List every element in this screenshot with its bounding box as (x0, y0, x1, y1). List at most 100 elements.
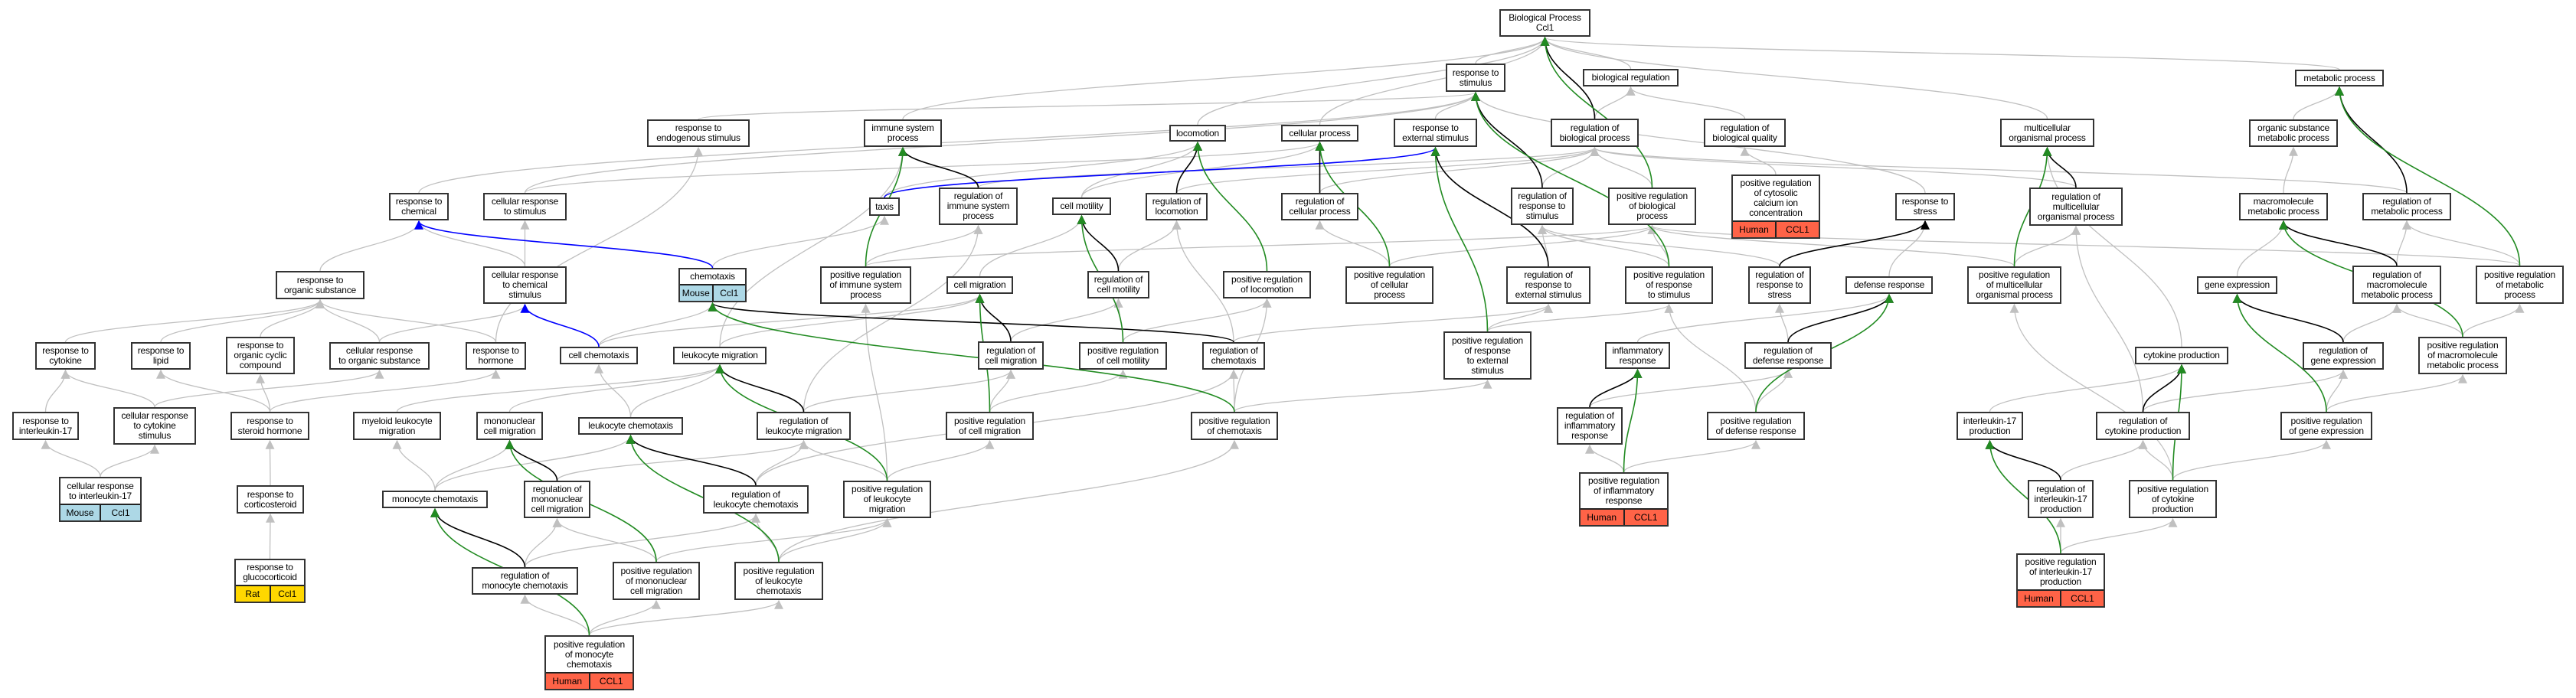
go-term-label-line: organic cyclic (234, 350, 287, 360)
go-term-node[interactable]: gene expression (2197, 276, 2277, 294)
edge-is-a (979, 214, 1087, 277)
go-term-node[interactable]: defense response (1845, 276, 1933, 294)
go-term-node[interactable]: biological regulation (1583, 69, 1679, 86)
go-term-node[interactable]: cell motility (1052, 197, 1111, 215)
go-term-node[interactable]: cell chemotaxis (560, 347, 638, 364)
go-term-node[interactable]: monocyte chemotaxis (382, 491, 488, 508)
go-term-node[interactable]: leukocyte migration (673, 347, 767, 364)
go-term-node[interactable]: metabolic process (2295, 70, 2384, 86)
go-term-node[interactable]: cytokine production (2135, 347, 2228, 364)
edge-is-a (1648, 224, 2521, 266)
go-term-node[interactable]: locomotion (1169, 125, 1226, 142)
go-term-node[interactable]: cell migration (946, 276, 1013, 294)
edge-is-a (1233, 303, 1553, 343)
edge-is-a (418, 91, 1480, 194)
go-term-node[interactable]: leukocyte chemotaxis (578, 417, 683, 435)
go-term-node[interactable]: cellular process (1281, 125, 1358, 142)
go-term-label-line: regulation of (1093, 274, 1143, 285)
go-term-node[interactable]: taxis (869, 197, 900, 216)
